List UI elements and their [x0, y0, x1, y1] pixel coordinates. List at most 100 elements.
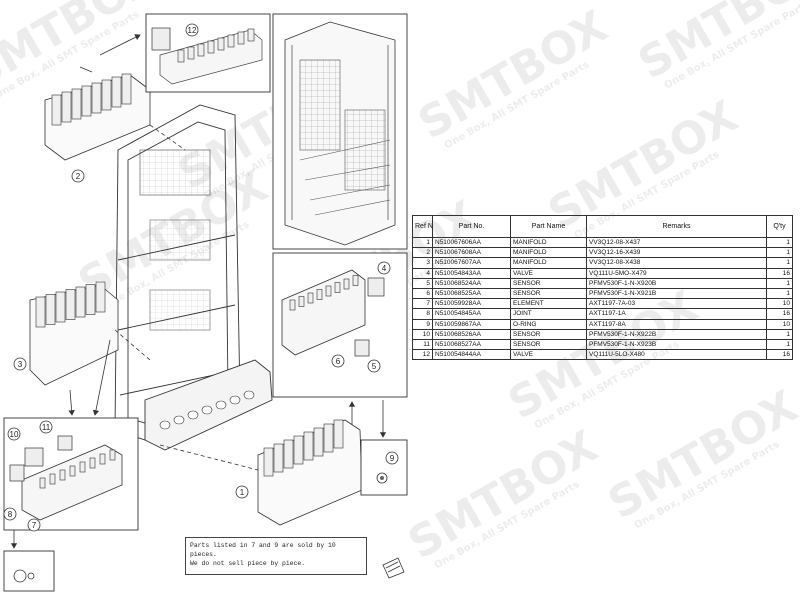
col-part-no: Part No. — [432, 215, 511, 238]
valve-block — [273, 443, 284, 473]
callout-label: 2 — [76, 172, 81, 181]
detail-box-oring-left — [3, 550, 55, 592]
cell-ref: 3 — [412, 257, 433, 269]
manifold-assembly-1 — [257, 419, 363, 526]
callout-label: 8 — [8, 510, 13, 519]
valve-block — [65, 289, 76, 320]
valve-block — [237, 31, 245, 45]
valve-block — [75, 286, 86, 318]
cell-part-name: MANIFOLD — [510, 257, 587, 269]
col-qty: Q'ty — [766, 215, 793, 238]
callout-3: 3 — [13, 357, 27, 371]
cell-part-no: N510054843AA — [432, 267, 511, 279]
detail-box-sensors — [272, 252, 408, 398]
cell-part-no: N510054845AA — [432, 308, 511, 320]
callout-label: 9 — [390, 454, 395, 463]
callout-label: 4 — [382, 264, 387, 273]
col-part-name: Part Name — [510, 215, 587, 238]
base-hole — [159, 420, 171, 430]
callout-9: 9 — [385, 451, 399, 465]
valve-block — [217, 37, 225, 51]
cell-ref: 11 — [412, 338, 433, 351]
valve-block — [69, 465, 76, 477]
base-hole — [215, 400, 227, 410]
watermark-text: SMTBOX — [630, 0, 800, 90]
cell-remarks: AXT1197-1A — [586, 308, 767, 320]
cell-part-name: VALVE — [510, 267, 587, 279]
valve-block — [325, 285, 332, 297]
cell-remarks: VV3Q12-08-X438 — [586, 257, 767, 269]
cell-part-name: MANIFOLD — [510, 247, 587, 259]
callout-11: 11 — [39, 420, 53, 434]
cell-qty: 16 — [766, 349, 793, 361]
col-ref: Ref No. — [412, 215, 433, 238]
cell-part-name: MANIFOLD — [510, 236, 587, 249]
cell-qty: 10 — [766, 298, 793, 310]
callout-2: 2 — [71, 169, 85, 183]
cell-remarks: VV3Q12-08-X437 — [586, 236, 767, 249]
callout-7: 7 — [27, 518, 41, 532]
main-frame — [114, 104, 273, 451]
callout-12: 12 — [185, 23, 199, 37]
cell-qty: 1 — [766, 328, 793, 340]
cell-part-name: VALVE — [510, 349, 587, 361]
cell-part-no: N510068526AA — [432, 328, 511, 340]
valve-block — [227, 34, 235, 48]
cell-part-name: ELEMENT — [510, 298, 587, 310]
valve-block — [207, 40, 215, 54]
cell-part-no: N510059867AA — [432, 318, 511, 330]
callout-label: 10 — [10, 430, 19, 439]
cell-ref: 1 — [412, 236, 433, 249]
cell-ref: 4 — [412, 267, 433, 279]
callout-8: 8 — [3, 507, 17, 521]
cell-ref: 5 — [412, 277, 433, 289]
cell-ref: 9 — [412, 318, 433, 330]
valve-block — [197, 43, 205, 57]
valve-block — [35, 296, 46, 328]
valve-block — [91, 82, 102, 114]
cell-remarks: AXT1197-8A — [586, 318, 767, 330]
cell-part-no: N510068524AA — [432, 277, 511, 289]
cell-qty: 1 — [766, 287, 793, 300]
base-hole — [243, 390, 255, 400]
cell-qty: 10 — [766, 318, 793, 330]
valve-block — [323, 423, 334, 453]
note-line-2: We do not sell piece by piece. — [190, 560, 306, 567]
valve-block — [177, 49, 185, 63]
cell-qty: 1 — [766, 338, 793, 351]
manifold-assembly-3 — [29, 281, 119, 386]
valve-block — [334, 282, 341, 293]
valve-block — [101, 79, 112, 111]
cell-part-no: N510068525AA — [432, 287, 511, 300]
valve-block — [49, 473, 56, 485]
cell-part-name: O-RING — [510, 318, 587, 330]
cell-qty: 1 — [766, 247, 793, 259]
valve-block — [109, 449, 116, 461]
callout-label: 3 — [18, 360, 23, 369]
cell-part-name: SENSOR — [510, 277, 587, 289]
valve-block — [111, 76, 122, 108]
cell-remarks: VV3Q12-16-X439 — [586, 247, 767, 259]
callout-label: 12 — [188, 26, 197, 35]
table-header-row: Ref No. Part No. Part Name Remarks Q'ty — [412, 215, 793, 238]
callout-label: 6 — [336, 357, 341, 366]
valve-block — [263, 447, 274, 477]
valve-block — [293, 435, 304, 465]
valve-block — [45, 294, 56, 325]
note-line-1: Parts listed in 7 and 9 are sold by 10 p… — [190, 542, 336, 558]
note-box: Parts listed in 7 and 9 are sold by 10 p… — [185, 537, 367, 575]
cell-qty: 1 — [766, 277, 793, 289]
cell-qty: 16 — [766, 308, 793, 320]
cell-part-name: SENSOR — [510, 328, 587, 340]
cell-ref: 7 — [412, 298, 433, 310]
cell-part-no: N510054844AA — [432, 349, 511, 361]
